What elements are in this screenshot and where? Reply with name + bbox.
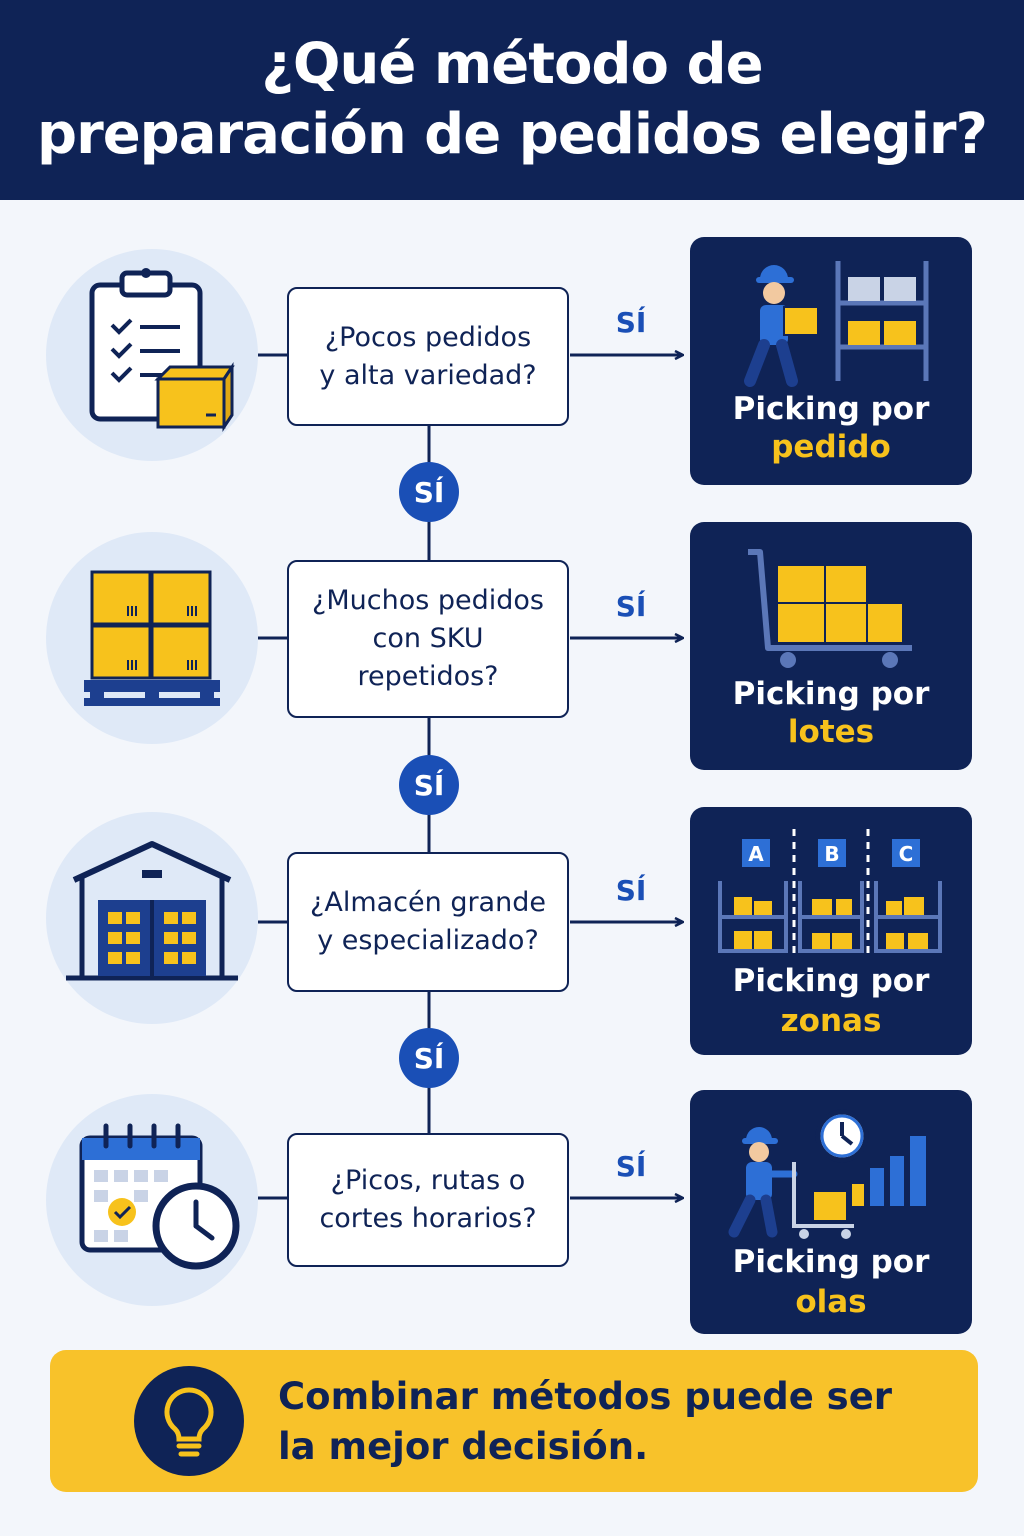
question-4-line-2: cortes horarios? [319,1203,537,1234]
result-box-lotes: Picking por lotes [690,522,972,770]
result-box-olas: Picking por olas [690,1090,972,1334]
lightbulb-icon [164,1387,214,1457]
question-1-line-2: y alta variedad? [319,359,537,391]
page-title-line-2: preparación de pedidos elegir? [36,102,988,167]
footer-line-1: Combinar métodos puede ser [278,1375,893,1418]
question-2-line-2: con SKU [372,623,484,654]
question-2-line-1: ¿Muchos pedidos [312,585,544,616]
question-3-line-2: y especializado? [317,925,539,956]
yes-label-1: SÍ [615,306,647,339]
yes-badge-3: SÍ [399,1028,459,1088]
warehouse-icon [66,841,238,981]
zone-b-label: B [824,842,839,866]
yes-label-3: SÍ [615,874,647,907]
question-2-line-3: repetidos? [357,661,499,692]
step-3-icon-circle [46,812,258,1024]
question-1-line-1: ¿Pocos pedidos [324,321,532,353]
result-4-line-2: olas [795,1284,867,1320]
question-box-2: ¿Muchos pedidos con SKU repetidos? [287,560,569,718]
result-box-pedido: Picking por pedido [690,237,972,485]
result-3-line-1: Picking por [732,963,930,999]
zoned-shelves-icon: A B C [718,829,942,953]
header-banner: ¿Qué método de preparación de pedidos el… [0,0,1024,200]
yes-label-4: SÍ [615,1150,647,1183]
question-box-1: ¿Pocos pedidos y alta variedad? [287,287,569,426]
zone-a-label: A [748,842,764,866]
result-2-line-2: lotes [787,714,875,750]
question-box-4: ¿Picos, rutas o cortes horarios? [287,1133,569,1267]
result-1-line-1: Picking por [732,391,930,427]
worker-cart-clock-bars-icon [728,1109,926,1239]
calendar-clock-icon [79,1123,240,1270]
footer-line-2: la mejor decisión. [278,1425,649,1468]
pallet-boxes-icon [84,570,220,706]
yes-badge-2: SÍ [399,755,459,815]
lightbulb-icon-circle [134,1366,244,1476]
worker-carrying-box-shelf-icon [744,261,929,387]
result-3-line-2: zonas [780,1003,882,1039]
step-1-icon-circle [46,249,258,461]
clipboard-box-icon [89,268,235,432]
question-3-line-1: ¿Almacén grande [310,887,546,918]
yes-label-2: SÍ [615,590,647,623]
step-4-icon-circle [46,1094,258,1306]
footer-tip-banner: Combinar métodos puede ser la mejor deci… [50,1350,978,1492]
question-4-line-1: ¿Picos, rutas o [330,1165,526,1196]
step-2-icon-circle [46,532,258,744]
cart-with-boxes-icon [748,549,912,668]
question-box-3: ¿Almacén grande y especializado? [287,852,569,992]
page-title-line-1: ¿Qué método de [261,32,763,97]
result-box-zonas: A B C Picking por zonas [690,807,972,1055]
result-1-line-2: pedido [771,429,891,465]
zone-c-label: C [899,842,914,866]
result-4-line-1: Picking por [732,1244,930,1280]
yes-badge-1: SÍ [399,462,459,522]
result-2-line-1: Picking por [732,676,930,712]
